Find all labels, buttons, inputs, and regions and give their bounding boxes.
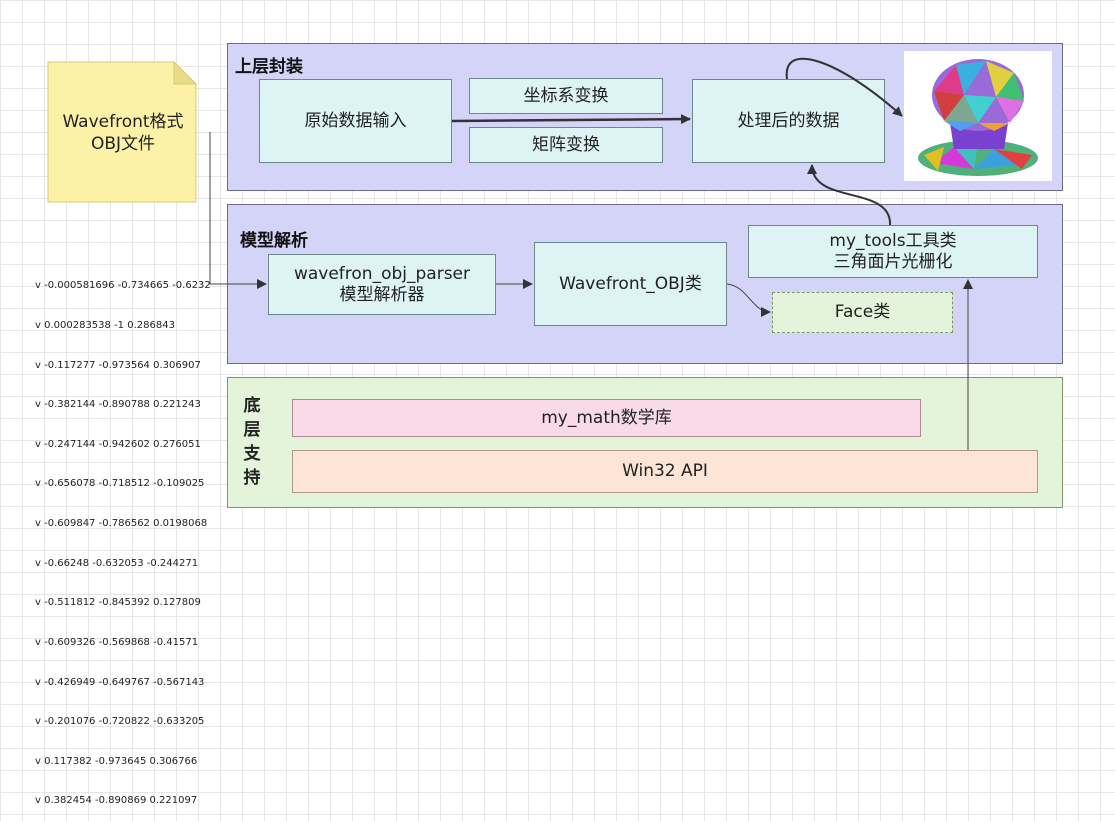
- vertex-line: v -0.656078 -0.718512 -0.109025: [35, 478, 205, 490]
- wavefront-obj-class-box: Wavefront_OBJ类: [534, 242, 727, 326]
- vertex-line: v -0.247144 -0.942602 0.276051: [35, 438, 201, 450]
- model-icon: [918, 59, 1038, 176]
- obj-parser-sublabel: 模型解析器: [339, 284, 425, 305]
- raw-input-box: 原始数据输入: [259, 79, 452, 163]
- my-tools-sublabel: 三角面片光栅化: [833, 251, 953, 272]
- vertex-line: v 0.382454 -0.890869 0.221097: [35, 795, 198, 807]
- vertex-line: v -0.000581696 -0.734665 -0.6232: [35, 280, 211, 292]
- parse-layer-title: 模型解析: [240, 231, 308, 251]
- base-title-char: 持: [243, 468, 261, 488]
- processed-data-box: 处理后的数据: [692, 79, 885, 163]
- coord-transform-box: 坐标系变换: [469, 78, 663, 114]
- vertex-line: v 0.117382 -0.973645 0.306766: [35, 755, 198, 767]
- my-tools-box: my_tools工具类 三角面片光栅化: [748, 225, 1038, 278]
- face-class-box: Face类: [772, 292, 953, 333]
- vertex-line: v -0.66248 -0.632053 -0.244271: [35, 557, 199, 569]
- base-title-char: 支: [243, 444, 261, 464]
- vertex-line: v -0.426949 -0.649767 -0.567143: [35, 676, 205, 688]
- vertex-line: v -0.117277 -0.973564 0.306907: [35, 359, 201, 371]
- rendered-model-image: [904, 51, 1052, 181]
- base-layer-title: 底 层 支 持: [236, 394, 268, 490]
- top-layer-title: 上层封装: [235, 57, 303, 77]
- vertex-list: v -0.000581696 -0.734665 -0.6232 v 0.000…: [35, 253, 211, 821]
- obj-parser-box: wavefron_obj_parser 模型解析器: [268, 254, 496, 315]
- base-title-char: 底: [243, 396, 261, 416]
- vertex-line: v 0.000283538 -1 0.286843: [35, 320, 175, 332]
- matrix-transform-box: 矩阵变换: [469, 127, 663, 163]
- vertex-line: v -0.609847 -0.786562 0.0198068: [35, 518, 208, 530]
- win32-api-box: Win32 API: [292, 450, 1038, 493]
- vertex-line: v -0.382144 -0.890788 0.221243: [35, 399, 201, 411]
- obj-file-note: Wavefront格式OBJ文件: [62, 111, 184, 154]
- math-lib-box: my_math数学库: [292, 399, 921, 437]
- vertex-line: v -0.511812 -0.845392 0.127809: [35, 597, 201, 609]
- vertex-line: v -0.201076 -0.720822 -0.633205: [35, 716, 205, 728]
- vertex-line: v -0.609326 -0.569868 -0.41571: [35, 636, 199, 648]
- base-title-char: 层: [243, 420, 261, 440]
- my-tools-label: my_tools工具类: [829, 231, 957, 252]
- obj-parser-label: wavefron_obj_parser: [293, 264, 471, 285]
